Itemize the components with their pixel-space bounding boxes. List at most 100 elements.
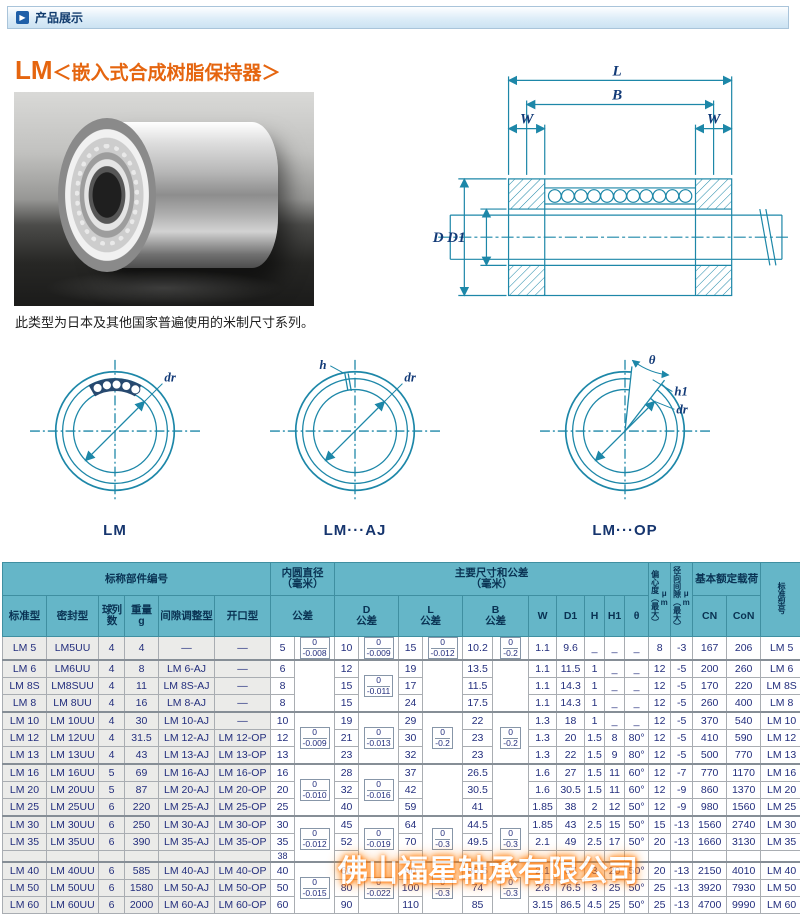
dim-label-W-left: W: [520, 112, 535, 128]
header-B: B 公差: [462, 595, 530, 637]
spec-cell: 30: [124, 711, 159, 730]
header-open: 开口型: [213, 595, 272, 637]
spec-cell: 11.5: [556, 659, 586, 678]
spec-cell: 100: [398, 879, 424, 897]
spec-cell: 85: [462, 896, 494, 914]
spec-cell: 4010: [726, 861, 762, 880]
spec-cell: [492, 659, 530, 713]
spec-cell: 2000: [124, 896, 159, 914]
header-CoN: CoN: [726, 595, 762, 637]
header-theta: θ: [624, 595, 650, 637]
header-W: W: [528, 595, 558, 637]
spec-cell: LM 40-AJ: [158, 861, 215, 880]
spec-cell: LM 35UU: [46, 833, 99, 851]
spec-cell: LM 50UU: [46, 879, 99, 897]
spec-cell: LM 6: [760, 659, 800, 678]
spec-cell: -13: [670, 879, 694, 897]
spec-cell: 6: [98, 798, 125, 817]
spec-cell: —: [213, 659, 272, 678]
header-weight: 重量 g: [124, 595, 159, 637]
spec-cell: LM 6: [2, 659, 47, 678]
spec-cell: 0-0.011: [358, 659, 400, 713]
spec-cell: 12: [648, 746, 672, 765]
dim-label-D1: D1: [446, 230, 465, 246]
spec-cell: 0-0.009: [294, 711, 336, 765]
spec-cell: [334, 850, 360, 863]
spec-cell: 2: [584, 798, 606, 817]
spec-cell: -5: [670, 711, 694, 730]
spec-cell: 540: [726, 711, 762, 730]
spec-cell: 44.5: [462, 815, 494, 834]
spec-cell: 0-0.019: [358, 815, 400, 863]
spec-cell: _: [604, 659, 626, 678]
spec-cell: [462, 850, 494, 863]
spec-cell: 32: [398, 746, 424, 765]
spec-cell: 2.1: [528, 861, 558, 880]
spec-cell: [398, 850, 424, 863]
spec-cell: 2150: [692, 861, 728, 880]
spec-cell: 10: [270, 711, 296, 730]
spec-cell: 6: [270, 659, 296, 678]
spec-cell: 2740: [726, 815, 762, 834]
spec-cell: 1.6: [528, 781, 558, 799]
spec-cell: 50°: [624, 861, 650, 880]
spec-cell: LM 12-AJ: [158, 729, 215, 747]
spec-cell: LM 35-OP: [213, 833, 272, 851]
spec-cell: 38: [556, 798, 586, 817]
cross-section-drawing: L B W W D D1: [432, 63, 790, 297]
header-ball-rows: 球列数: [98, 595, 125, 637]
header-D1: D1: [556, 595, 586, 637]
diagram-lm-op: θ h1 dr LM···OP: [520, 352, 730, 539]
spec-cell: LM 50-AJ: [158, 879, 215, 897]
theta-label: θ: [649, 353, 656, 367]
variant-label-lm-op: LM···OP: [592, 522, 658, 539]
spec-cell: LM5UU: [46, 636, 99, 661]
spec-cell: [492, 763, 530, 817]
spec-cell: 1.6: [528, 763, 558, 782]
spec-cell: LM 8S: [760, 677, 800, 695]
spec-cell: 49: [556, 833, 586, 851]
header-H1: H1: [604, 595, 626, 637]
spec-cell: LM 20-OP: [213, 781, 272, 799]
spec-cell: LM 16: [2, 763, 47, 782]
spec-cell: -7: [670, 763, 694, 782]
spec-cell: 7930: [726, 879, 762, 897]
spec-cell: 13: [270, 746, 296, 765]
spec-cell: 45: [334, 815, 360, 834]
spec-cell: [158, 850, 215, 863]
diagram-lm: dr LM: [10, 352, 220, 539]
spec-cell: 2.1: [528, 833, 558, 851]
spec-cell: 1170: [726, 763, 762, 782]
diagram-lm-svg: dr: [30, 359, 200, 503]
spec-cell: 1: [584, 711, 606, 730]
spec-cell: _: [604, 694, 626, 713]
section-header-bar: ▶ 产品展示: [7, 6, 789, 29]
spec-cell: -9: [670, 781, 694, 799]
spec-cell: 3: [584, 879, 606, 897]
spec-table: 标称部件编号 内圆直径 （毫米） 主要尺寸和公差 （毫米） 偏心度（最大）μm …: [1, 562, 800, 914]
spec-cell: LM 50: [2, 879, 47, 897]
spec-cell: _: [604, 677, 626, 695]
spec-cell: 50°: [624, 798, 650, 817]
spec-cell: LM 25-AJ: [158, 798, 215, 817]
product-series: LM: [15, 55, 53, 85]
spec-cell: [422, 659, 464, 713]
spec-cell: 8: [270, 677, 296, 695]
spec-cell: [670, 850, 694, 863]
spec-cell: 24: [398, 694, 424, 713]
spec-cell: -13: [670, 815, 694, 834]
spec-cell: 0-0.3: [422, 815, 464, 863]
spec-cell: 17: [398, 677, 424, 695]
spec-cell: LM 10: [760, 711, 800, 730]
spec-cell: 6: [98, 896, 125, 914]
spec-cell: LM 25: [2, 798, 47, 817]
spec-cell: _: [604, 711, 626, 730]
spec-cell: 4: [98, 636, 125, 661]
spec-cell: 40: [270, 861, 296, 880]
